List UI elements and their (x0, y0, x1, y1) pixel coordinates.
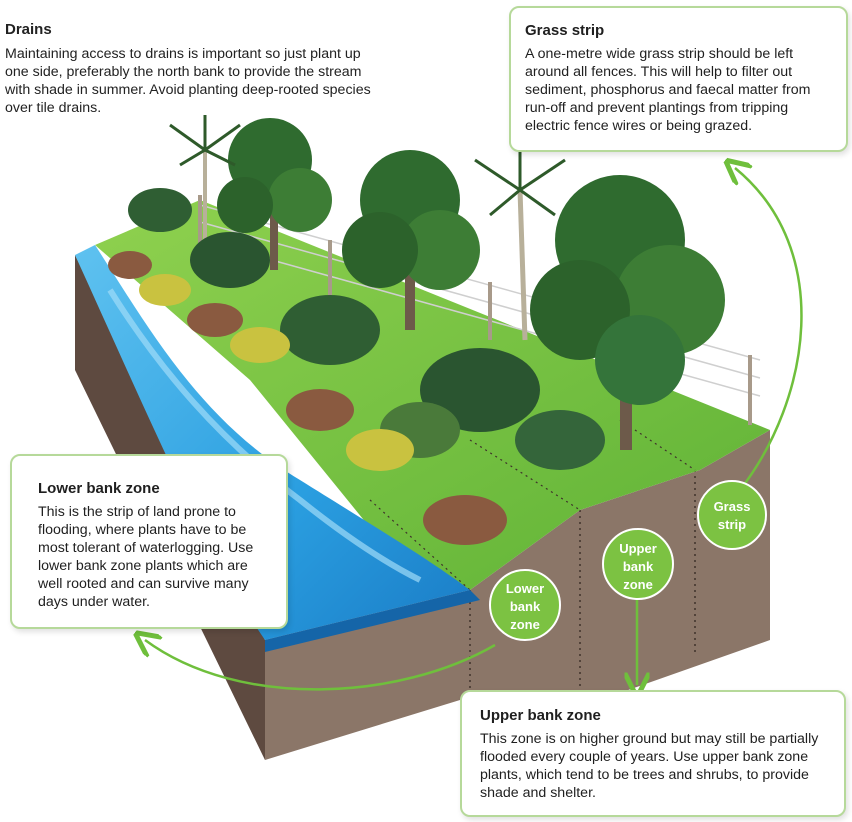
lower-badge-line-3: zone (510, 617, 540, 632)
grass-strip-callout: Grass strip A one-metre wide grass strip… (509, 6, 848, 152)
upper-bank-badge: Upper bank zone (602, 528, 674, 600)
lower-bank-badge: Lower bank zone (489, 569, 561, 641)
lower-badge-line-1: Lower (506, 581, 544, 596)
tussock-grasses (108, 251, 507, 545)
grass-strip-badge: Grass strip (697, 480, 767, 550)
upper-badge-line-3: zone (623, 577, 653, 592)
grass-strip-body: A one-metre wide grass strip should be l… (525, 46, 811, 134)
upper-bank-title: Upper bank zone (480, 707, 601, 724)
grass-strip-title: Grass strip (525, 22, 605, 39)
drains-body: Maintaining access to drains is importan… (5, 46, 371, 116)
upper-badge-line-2: bank (623, 559, 654, 574)
grass-badge-line-2: strip (718, 517, 746, 532)
drains-title: Drains (5, 21, 52, 38)
trees (217, 118, 725, 450)
lower-bank-callout: Lower bank zone This is the strip of lan… (10, 454, 288, 629)
lower-bank-body: This is the strip of land prone to flood… (38, 504, 254, 610)
grass-zone-line-2 (469, 439, 581, 511)
lower-bank-arrow (145, 640, 496, 691)
upper-bank-body: This zone is on higher ground but may st… (480, 731, 819, 801)
grass-strip-arrow (735, 168, 803, 491)
stream-water (75, 245, 470, 640)
upper-badge-line-1: Upper (619, 541, 657, 556)
grass-zone-line-1 (369, 499, 471, 591)
cabbage-trees (169, 115, 566, 341)
grass-badge-line-1: Grass (714, 499, 751, 514)
upper-bank-callout: Upper bank zone This zone is on higher g… (460, 690, 846, 817)
lower-bank-title: Lower bank zone (38, 480, 160, 497)
lower-badge-line-2: bank (510, 599, 541, 614)
drains-note: Drains Maintaining access to drains is i… (5, 21, 375, 117)
stream-front-edge (265, 590, 480, 652)
